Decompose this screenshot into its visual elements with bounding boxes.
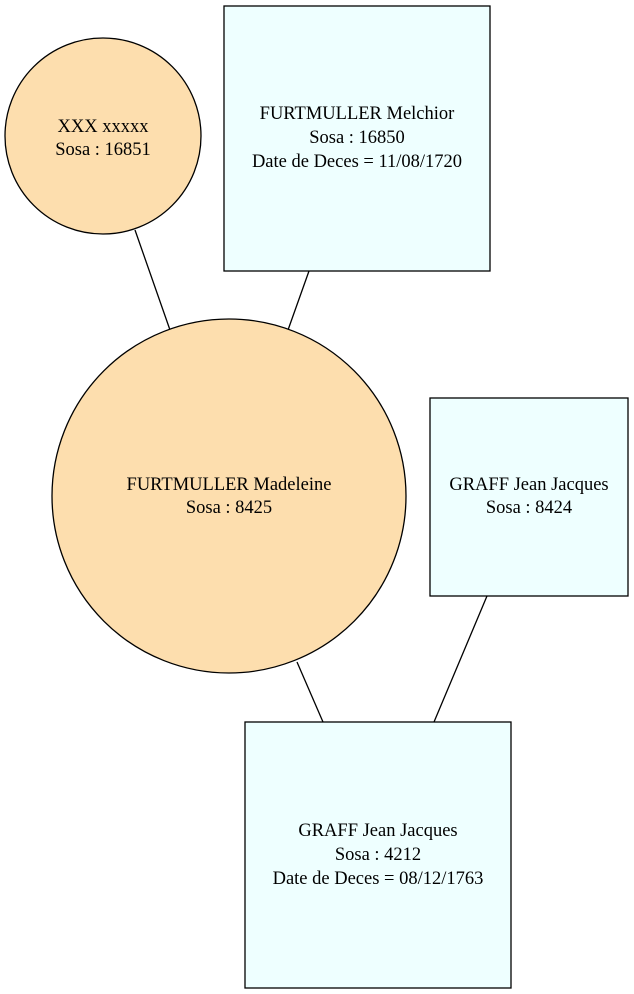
node-furtmuller-madeleine-name: FURTMULLER Madeleine: [127, 475, 332, 495]
node-furtmuller-melchior-shape: [223, 5, 491, 272]
node-xxx-xxxxx-name: XXX xxxxx: [58, 117, 150, 137]
node-graff-jean-jacques-8424[interactable]: GRAFF Jean Jacques Sosa : 8424: [429, 397, 629, 597]
node-furtmuller-melchior-death: Date de Deces = 11/08/1720: [252, 152, 462, 172]
node-graff-8424-shape: [429, 397, 629, 597]
node-furtmuller-melchior-name: FURTMULLER Melchior: [260, 104, 455, 124]
node-graff-4212-sosa: Sosa : 4212: [335, 845, 421, 865]
node-xxx-xxxxx[interactable]: XXX xxxxx Sosa : 16851: [4, 37, 202, 235]
node-furtmuller-madeleine-shape: [51, 318, 407, 674]
node-graff-4212-name: GRAFF Jean Jacques: [298, 821, 457, 841]
node-graff-4212-death: Date de Deces = 08/12/1763: [273, 869, 484, 889]
node-furtmuller-melchior-sosa: Sosa : 16850: [309, 128, 405, 148]
node-graff-8424-sosa: Sosa : 8424: [486, 498, 572, 518]
edge-madeleine-graff-4212: [296, 661, 324, 723]
node-xxx-xxxxx-shape: [4, 37, 202, 235]
edge-melchior-madeleine: [287, 270, 310, 331]
edge-graff-8424-graff-4212: [433, 595, 488, 723]
node-xxx-xxxxx-sosa: Sosa : 16851: [55, 140, 151, 160]
node-furtmuller-melchior[interactable]: FURTMULLER Melchior Sosa : 16850 Date de…: [223, 5, 491, 272]
node-furtmuller-madeleine-sosa: Sosa : 8425: [186, 498, 272, 518]
node-graff-jean-jacques-4212[interactable]: GRAFF Jean Jacques Sosa : 4212 Date de D…: [244, 721, 512, 989]
node-furtmuller-madeleine[interactable]: FURTMULLER Madeleine Sosa : 8425: [51, 318, 407, 674]
node-graff-8424-name: GRAFF Jean Jacques: [449, 475, 608, 495]
node-graff-4212-shape: [244, 721, 512, 989]
edge-xxx-madeleine: [134, 229, 171, 331]
